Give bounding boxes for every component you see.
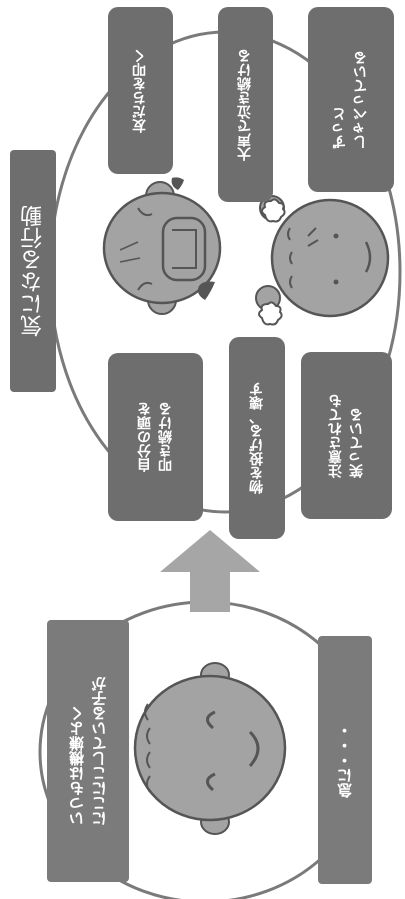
title-box: 気になる行動 bbox=[10, 150, 56, 392]
tear-drop-icon bbox=[197, 281, 215, 300]
smiling-face-icon bbox=[133, 662, 287, 835]
behavior-label-line: 叩き続ける bbox=[157, 402, 174, 472]
behavior-label-line: ずっと bbox=[332, 106, 348, 149]
crying-face-icon bbox=[102, 181, 222, 315]
behavior-label: 物を投げる、壊す bbox=[248, 382, 265, 494]
behavior-box-cry-loud: 大声で泣き続ける bbox=[218, 7, 273, 202]
intro-sudden-box: 急に・・・ bbox=[318, 636, 372, 884]
behavior-box-throw-break: 物を投げる、壊す bbox=[229, 337, 285, 539]
tear-drop-icon bbox=[171, 177, 184, 190]
page-title: 気になる行動 bbox=[20, 205, 46, 337]
behavior-label-line: しゃべっている bbox=[353, 50, 369, 149]
up-arrow-icon bbox=[160, 530, 260, 612]
behavior-label: ずっと しゃべっている bbox=[330, 51, 372, 149]
steam-puff-icon bbox=[261, 198, 286, 223]
behavior-label-line: 笑っている bbox=[348, 407, 365, 478]
behavior-label-line: 注意されても bbox=[327, 393, 344, 478]
intro-usual-text: いつもは機嫌よく にこにこしている子が bbox=[66, 676, 111, 826]
behavior-box-talk: ずっと しゃべっている bbox=[308, 7, 394, 192]
behavior-box-laugh: 注意されても 笑っている bbox=[301, 352, 392, 519]
behavior-label: 大声で泣き続ける bbox=[237, 48, 253, 161]
behavior-label-line: 自分の頭を bbox=[136, 402, 153, 472]
behavior-box-hit-head: 自分の頭を 叩き続ける bbox=[108, 353, 203, 521]
intro-usual-line: にこにこしている子が bbox=[90, 676, 108, 826]
steam-puff-icon bbox=[258, 301, 283, 326]
behavior-label: 注意されても 笑っている bbox=[326, 394, 368, 478]
intro-usual-line: いつもは機嫌よく bbox=[67, 706, 86, 826]
intro-usual-box: いつもは機嫌よく にこにこしている子が bbox=[47, 620, 129, 882]
intro-sudden-text: 急に・・・ bbox=[335, 722, 354, 798]
behavior-box-hit-friend: 友だちを叩く bbox=[108, 7, 173, 174]
behavior-label: 自分の頭を 叩き続ける bbox=[135, 402, 177, 472]
behavior-label: 友だちを叩く bbox=[132, 48, 148, 133]
